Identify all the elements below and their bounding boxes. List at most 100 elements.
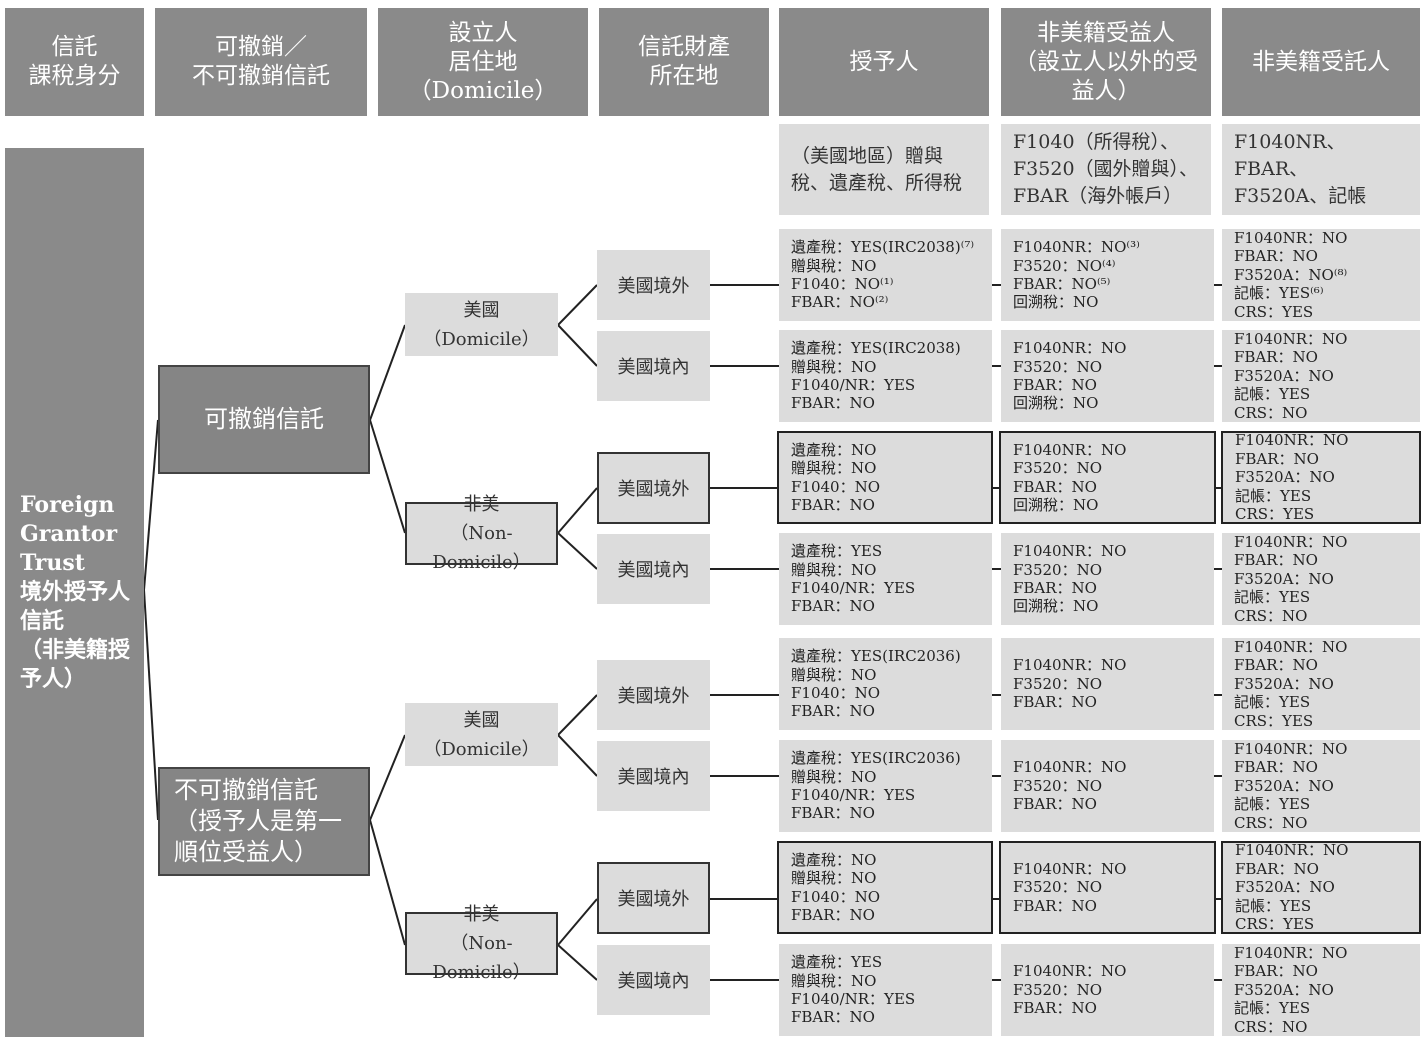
cell-line: F1040/NR：YES — [791, 786, 916, 804]
cell-line: FBAR：NO — [1013, 477, 1097, 496]
grantor-cell: 遺產稅：YES 贈與稅：NO F1040/NR：YES FBAR：NO — [779, 533, 992, 625]
cell-line: F3520：NO⁽⁴⁾ — [1013, 256, 1116, 275]
cell-line: F1040NR：NO — [1013, 962, 1127, 981]
cell-line: FBAR：NO — [791, 1008, 875, 1027]
cell-line: 記帳：YES⁽⁶⁾ — [1234, 284, 1324, 303]
trust-type-irrevocable: 不可撤銷信託 （授予人是第一 順位受益人） — [158, 767, 370, 876]
cell-line: F1040：NO — [791, 684, 881, 702]
cell-line: F1040NR：NO — [1013, 339, 1127, 358]
location-domestic: 美國境內 — [597, 534, 710, 604]
cell-line: CRS：NO — [1234, 606, 1308, 625]
cell-line: 回溯稅：NO — [1013, 293, 1099, 312]
cell-line: F3520：NO — [1013, 459, 1103, 478]
cell-line: F1040/NR：YES — [791, 376, 916, 394]
cell-line: F3520A：NO — [1235, 878, 1335, 897]
cell-line: CRS：NO — [1234, 813, 1308, 832]
connector — [557, 487, 598, 534]
cell-line: CRS：YES — [1234, 302, 1314, 321]
beneficiary-cell: F1040NR：NO F3520：NO FBAR：NO 回溯稅：NO — [1001, 330, 1214, 422]
beneficiary-cell: F1040NR：NO⁽³⁾ F3520：NO⁽⁴⁾ FBAR：NO⁽⁵⁾ 回溯稅… — [1001, 229, 1214, 321]
cell-line: 遺產稅：YES — [791, 953, 883, 972]
beneficiary-cell: F1040NR：NO F3520：NO FBAR：NO 回溯稅：NO — [999, 431, 1216, 524]
cell-line: F1040：NO — [791, 887, 881, 906]
cell-line: F1040NR：NO — [1235, 841, 1349, 860]
connector — [143, 419, 159, 591]
cell-line: FBAR：NO — [1234, 348, 1318, 367]
cell-line: FBAR：NO — [1234, 247, 1318, 266]
trust-type-revocable: 可撤銷信託 — [158, 365, 370, 474]
domicile-us-1: 美國 （Domicile） — [405, 293, 558, 356]
cell-line: CRS：NO — [1234, 1017, 1308, 1036]
trustee-cell: F1040NR：NO FBAR：NO F3520A：NO 記帳：YES CRS：… — [1222, 740, 1420, 832]
cell-line: FBAR：NO — [791, 394, 875, 413]
cell-line: F1040：NO⁽¹⁾ — [791, 275, 894, 293]
cell-line: 記帳：YES — [1234, 693, 1311, 712]
cell-line: FBAR：NO — [1013, 693, 1097, 712]
connector — [557, 898, 598, 946]
cell-line: F1040NR：NO⁽³⁾ — [1013, 238, 1140, 257]
cell-line: CRS：NO — [1234, 403, 1308, 422]
cell-line: FBAR：NO — [1234, 551, 1318, 570]
trustee-cell: F1040NR：NO FBAR：NO F3520A：NO 記帳：YES CRS：… — [1221, 841, 1421, 934]
header-grantor: 授予人 — [779, 8, 989, 116]
cell-line: 記帳：YES — [1234, 795, 1311, 814]
cell-line: F1040NR：NO — [1234, 329, 1348, 348]
cell-line: FBAR：NO — [1013, 376, 1097, 394]
trustee-cell: F1040NR：NO FBAR：NO F3520A：NO 記帳：YES CRS：… — [1222, 638, 1420, 730]
beneficiary-cell: F1040NR：NO F3520：NO FBAR：NO — [1001, 944, 1214, 1036]
connector — [369, 324, 406, 421]
cell-line: FBAR：NO — [1013, 999, 1097, 1018]
cell-line: F3520A：NO⁽⁸⁾ — [1234, 265, 1348, 284]
connector — [369, 419, 406, 534]
cell-line: F1040NR：NO — [1234, 532, 1348, 551]
cell-line: 贈與稅：NO — [791, 357, 877, 376]
beneficiary-cell: F1040NR：NO F3520：NO FBAR：NO — [999, 841, 1216, 934]
cell-line: F1040/NR：YES — [791, 990, 916, 1008]
cell-line: F3520A：NO — [1234, 980, 1334, 999]
grantor-cell: 遺產稅：NO 贈與稅：NO F1040：NO FBAR：NO — [777, 431, 993, 524]
cell-line: F1040NR：NO — [1234, 637, 1348, 656]
cell-line: 記帳：YES — [1234, 999, 1311, 1018]
cell-line: FBAR：NO — [1235, 859, 1319, 878]
trustee-cell: F1040NR：NO FBAR：NO F3520A：NO⁽⁸⁾ 記帳：YES⁽⁶… — [1222, 229, 1420, 321]
cell-line: F1040：NO — [791, 477, 881, 496]
cell-line: F3520A：NO — [1234, 366, 1334, 385]
cell-line: FBAR：NO — [1013, 795, 1097, 814]
cell-line: F1040NR：NO — [1013, 656, 1127, 675]
location-abroad: 美國境外 — [597, 452, 710, 524]
cell-line: 回溯稅：NO — [1013, 597, 1099, 616]
beneficiary-cell: F1040NR：NO F3520：NO FBAR：NO 回溯稅：NO — [1001, 533, 1214, 625]
tax-scope-grantor: （美國地區）贈與 稅、遺產稅、所得稅 — [779, 124, 989, 215]
cell-line: F3520A：NO — [1234, 569, 1334, 588]
cell-line: 贈與稅：NO — [791, 971, 877, 990]
cell-line: F1040NR：NO — [1234, 943, 1348, 962]
cell-line: 回溯稅：NO — [1013, 495, 1099, 514]
cell-line: F3520：NO — [1013, 776, 1103, 795]
connector — [369, 819, 406, 946]
cell-line: F1040NR：NO — [1013, 542, 1127, 561]
trustee-cell: F1040NR：NO FBAR：NO F3520A：NO 記帳：YES CRS：… — [1222, 533, 1420, 625]
header-revocable: 可撤銷／ 不可撤銷信託 — [155, 8, 367, 116]
cell-line: 遺產稅：NO — [791, 850, 877, 869]
grantor-cell: 遺產稅：YES(IRC2036) 贈與稅：NO F1040/NR：YES FBA… — [779, 740, 992, 832]
domicile-non-us-1: 非美 （Non-Domicile） — [405, 494, 558, 573]
cell-line: FBAR：NO — [1234, 656, 1318, 675]
cell-line: F3520：NO — [1013, 357, 1103, 376]
connector — [557, 734, 598, 777]
cell-line: 記帳：YES — [1234, 385, 1311, 404]
location-domestic: 美國境內 — [597, 945, 710, 1015]
cell-line: FBAR：NO⁽⁵⁾ — [1013, 275, 1111, 293]
cell-line: FBAR：NO — [1235, 449, 1319, 468]
cell-line: F3520A：NO — [1235, 468, 1335, 487]
cell-line: 遺產稅：YES(IRC2036) — [791, 749, 961, 768]
cell-line: F3520A：NO — [1234, 776, 1334, 795]
cell-line: F1040NR：NO — [1013, 758, 1127, 777]
connector — [557, 532, 598, 570]
cell-line: F3520：NO — [1013, 674, 1103, 693]
location-abroad: 美國境外 — [597, 660, 710, 730]
header-property-location: 信託財產 所在地 — [599, 8, 769, 116]
trustee-cell: F1040NR：NO FBAR：NO F3520A：NO 記帳：YES CRS：… — [1221, 431, 1421, 524]
trustee-cell: F1040NR：NO FBAR：NO F3520A：NO 記帳：YES CRS：… — [1222, 330, 1420, 422]
location-domestic: 美國境內 — [597, 331, 710, 401]
